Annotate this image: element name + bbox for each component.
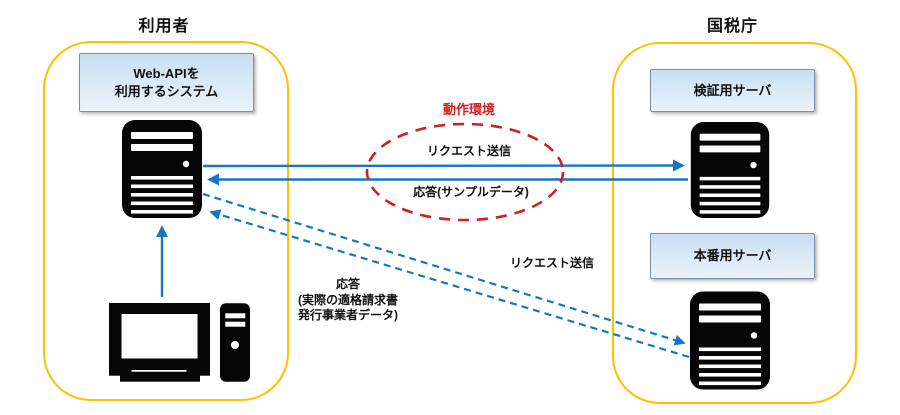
production-server-box: 本番用サーバ xyxy=(650,233,815,279)
response-production-label-line2: (実際の適格請求書 xyxy=(298,292,398,307)
webapi-system-label-line1: Web-APIを xyxy=(133,65,200,81)
request-verification-label: リクエスト送信 xyxy=(426,144,512,158)
verification-server-box: 検証用サーバ xyxy=(650,69,815,112)
nta-zone-title: 国税庁 xyxy=(706,18,758,35)
environment-label: 動作環境 xyxy=(442,102,496,117)
production-server-label: 本番用サーバ xyxy=(693,248,772,264)
response-production-label-line1: 応答 xyxy=(335,277,360,291)
verification-server-icon xyxy=(690,122,770,218)
response-production-label: 応答 (実際の適格請求書 発行事業者データ) xyxy=(298,277,398,324)
response-production-label-line3: 発行事業者データ) xyxy=(298,308,398,322)
response-verification-label: 応答(サンプルデータ) xyxy=(413,185,529,199)
webapi-system-label-line2: 利用するシステム xyxy=(114,83,219,99)
user-server-icon xyxy=(122,120,202,218)
request-production-label: リクエスト送信 xyxy=(509,256,595,270)
environment-ellipse xyxy=(365,122,565,222)
user-zone-title: 利用者 xyxy=(138,18,190,35)
webapi-system-box: Web-APIを 利用するシステム xyxy=(79,53,254,112)
production-server-icon xyxy=(690,291,770,390)
verification-server-label: 検証用サーバ xyxy=(693,82,772,98)
client-pc-icon xyxy=(109,303,250,382)
